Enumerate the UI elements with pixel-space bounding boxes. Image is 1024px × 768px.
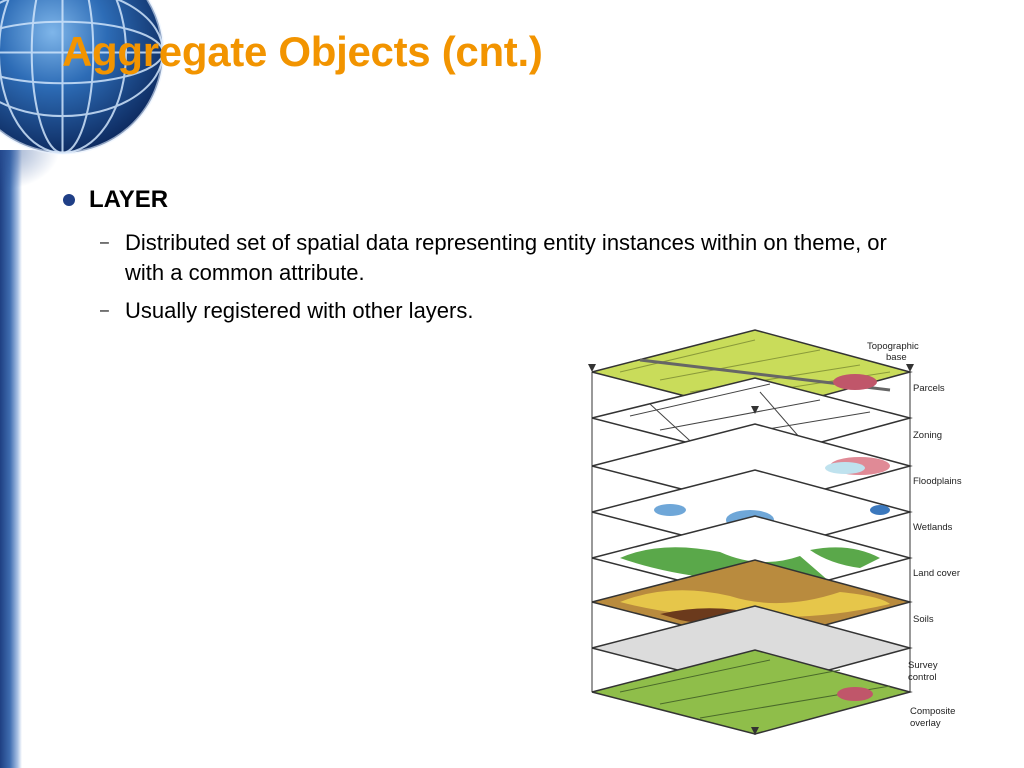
- left-decorative-strip: [0, 150, 22, 768]
- bullet-dot-icon: [63, 194, 75, 206]
- gis-layers-diagram: Topographic base Parcels Zoning Floodpla…: [588, 329, 962, 735]
- subbullet-text: Usually registered with other layers.: [125, 298, 474, 323]
- label-composite: Composite: [910, 706, 955, 717]
- slide-title: Aggregate Objects (cnt.): [62, 28, 543, 75]
- label-floodplains: Floodplains: [913, 476, 962, 487]
- label-base: base: [886, 352, 907, 363]
- dash-marker: –: [100, 234, 109, 251]
- subbullet-text: Distributed set of spatial data represen…: [125, 230, 887, 285]
- bullet-layer: LAYER: [63, 186, 168, 214]
- label-overlay: overlay: [910, 718, 941, 729]
- bullet-text: LAYER: [89, 186, 169, 213]
- label-zoning: Zoning: [913, 430, 942, 441]
- layer-composite-overlay: [591, 649, 913, 735]
- label-land-cover: Land cover: [913, 568, 960, 579]
- globe-logo: [0, 0, 165, 155]
- label-parcels: Parcels: [913, 383, 945, 394]
- label-control: control: [908, 672, 937, 683]
- subbullet-2: – Usually registered with other layers.: [100, 296, 925, 326]
- dash-marker: –: [100, 302, 109, 319]
- label-survey: Survey: [908, 660, 938, 671]
- label-topographic: Topographic: [867, 341, 919, 352]
- subbullet-1: – Distributed set of spatial data repres…: [100, 228, 925, 288]
- strip-shadow: [0, 150, 60, 190]
- label-soils: Soils: [913, 614, 934, 625]
- label-wetlands: Wetlands: [913, 522, 953, 533]
